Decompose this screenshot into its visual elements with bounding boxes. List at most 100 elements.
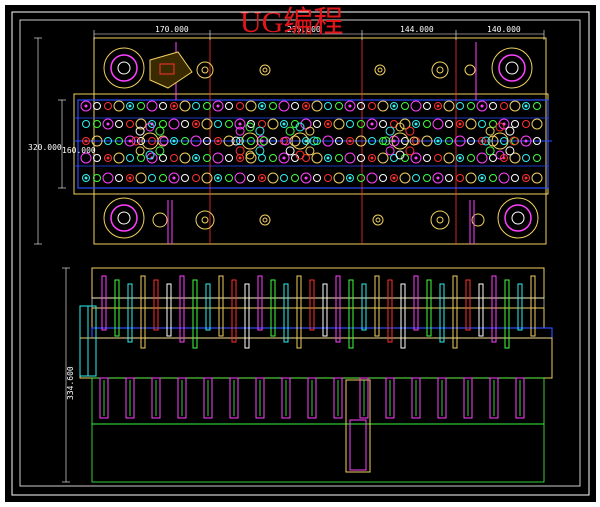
station-hole bbox=[401, 102, 409, 110]
die-insert bbox=[411, 377, 421, 419]
punch-pin bbox=[439, 283, 445, 343]
station-hole bbox=[278, 152, 290, 164]
punch-pin bbox=[452, 275, 458, 349]
rosette-hole bbox=[235, 126, 245, 136]
rosette-hole bbox=[485, 146, 495, 156]
rosette-hole bbox=[409, 136, 419, 146]
station-hole bbox=[159, 154, 167, 162]
station-center bbox=[216, 176, 220, 180]
station-hole bbox=[445, 137, 453, 145]
station-center bbox=[392, 139, 396, 143]
station-hole bbox=[247, 137, 255, 145]
drawing-background bbox=[5, 5, 596, 502]
punch-pin bbox=[283, 283, 289, 343]
station-hole bbox=[267, 172, 279, 184]
station-hole bbox=[401, 154, 409, 162]
guide-post-top-right bbox=[491, 47, 533, 89]
section-dimension-line bbox=[62, 267, 70, 483]
station-hole bbox=[181, 120, 189, 128]
punch-pin bbox=[231, 279, 237, 343]
station-hole bbox=[324, 174, 332, 182]
station-hole bbox=[148, 137, 156, 145]
punch-pin bbox=[504, 279, 510, 349]
station-hole bbox=[102, 118, 114, 130]
station-center bbox=[260, 176, 264, 180]
station-hole bbox=[104, 102, 112, 110]
station-hole bbox=[247, 174, 255, 182]
die-insert bbox=[151, 377, 161, 419]
station-hole bbox=[236, 102, 244, 110]
die-insert bbox=[333, 377, 343, 419]
rosette-hole bbox=[395, 150, 405, 160]
station-hole bbox=[366, 118, 378, 130]
station-center bbox=[128, 139, 132, 143]
station-hole bbox=[465, 118, 477, 130]
station-center bbox=[304, 176, 308, 180]
station-center bbox=[436, 104, 440, 108]
station-hole bbox=[379, 137, 387, 145]
station-hole bbox=[168, 118, 180, 130]
station-hole bbox=[478, 120, 486, 128]
station-hole bbox=[412, 120, 420, 128]
rosette-hole bbox=[385, 146, 395, 156]
die-insert bbox=[177, 377, 187, 419]
rosette-hole bbox=[305, 146, 315, 156]
station-center bbox=[260, 104, 264, 108]
station-hole bbox=[126, 174, 134, 182]
plan-view: 170.000 235.000 144.000 140.000 320.000 … bbox=[28, 25, 552, 245]
station-hole bbox=[82, 120, 90, 128]
station-center bbox=[480, 104, 484, 108]
station-hole bbox=[212, 100, 224, 112]
station-hole bbox=[379, 174, 387, 182]
punch-pin bbox=[309, 279, 315, 331]
station-hole bbox=[311, 100, 323, 112]
rosette-hole bbox=[159, 136, 169, 146]
station-hole bbox=[203, 137, 211, 145]
station-center bbox=[524, 139, 528, 143]
station-center bbox=[414, 156, 418, 160]
station-hole bbox=[278, 100, 290, 112]
station-center bbox=[216, 104, 220, 108]
punch-pin bbox=[101, 275, 107, 331]
station-hole bbox=[225, 120, 233, 128]
station-hole bbox=[357, 120, 365, 128]
station-hole bbox=[212, 152, 224, 164]
station-hole bbox=[346, 120, 354, 128]
station-hole bbox=[421, 135, 433, 147]
station-center bbox=[304, 139, 308, 143]
station-hole bbox=[368, 137, 376, 145]
station-center bbox=[326, 156, 330, 160]
station-center bbox=[524, 176, 528, 180]
punch-pin bbox=[114, 279, 120, 337]
station-hole bbox=[399, 118, 411, 130]
station-center bbox=[392, 104, 396, 108]
station-hole bbox=[489, 174, 497, 182]
station-hole bbox=[258, 102, 266, 110]
rosette-hole bbox=[135, 126, 145, 136]
rosette-hole bbox=[485, 126, 495, 136]
station-hole bbox=[159, 102, 167, 110]
section-view: 334.600 bbox=[62, 267, 553, 483]
die-insert bbox=[307, 377, 317, 419]
dim-label-top-3: 144.000 bbox=[400, 25, 434, 34]
punch-pin bbox=[270, 279, 276, 337]
punch-pin bbox=[296, 275, 302, 349]
station-hole bbox=[489, 154, 497, 162]
rosette-hole bbox=[131, 136, 141, 146]
station-center bbox=[84, 176, 88, 180]
station-hole bbox=[423, 120, 431, 128]
station-hole bbox=[368, 154, 376, 162]
station-hole bbox=[93, 154, 101, 162]
rosette-hole bbox=[255, 126, 265, 136]
station-center bbox=[480, 176, 484, 180]
die-insert bbox=[99, 377, 109, 419]
station-center bbox=[436, 176, 440, 180]
station-hole bbox=[181, 137, 189, 145]
station-hole bbox=[344, 100, 356, 112]
station-hole bbox=[91, 135, 103, 147]
die-insert bbox=[385, 377, 395, 419]
die-insert bbox=[125, 377, 135, 419]
station-hole bbox=[324, 154, 332, 162]
rosette-hole bbox=[259, 136, 269, 146]
